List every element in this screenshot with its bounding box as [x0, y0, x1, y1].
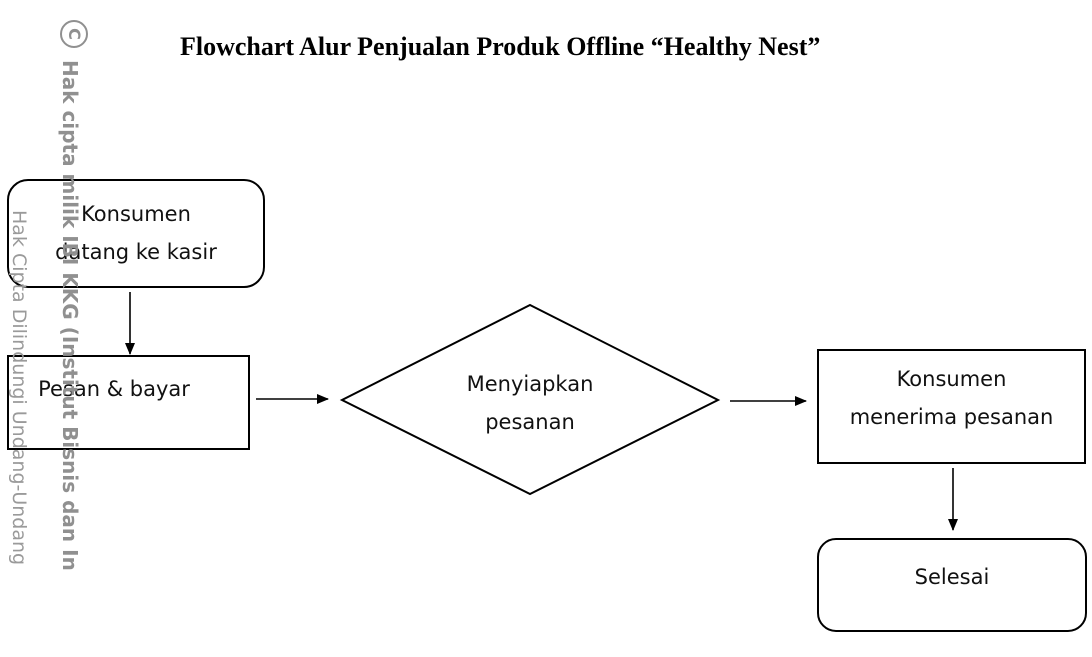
watermark-line-2: Hak Cipta Dilindungi Undang-Undang: [8, 210, 30, 566]
node-receive-shape: [817, 349, 1086, 464]
watermark-line-1: Hak cipta milik IBI KKG (Institut Bisnis…: [58, 60, 82, 571]
node-prepare-shape: [339, 303, 721, 496]
node-order-shape: [7, 355, 250, 450]
node-end-label: Selesai: [914, 565, 990, 589]
node-start-shape: [7, 179, 265, 288]
node-start-label: Konsumen datang ke kasir: [55, 202, 217, 264]
node-end-shape: [817, 538, 1087, 632]
node-receive-label: Konsumen menerima pesanan: [849, 367, 1054, 429]
copyright-icon: C: [60, 20, 88, 48]
diagram-title: Flowchart Alur Penjualan Produk Offline …: [180, 32, 821, 61]
node-prepare-label: Menyiapkan pesanan: [466, 372, 594, 434]
node-order-label: Pesan & bayar: [38, 377, 190, 401]
